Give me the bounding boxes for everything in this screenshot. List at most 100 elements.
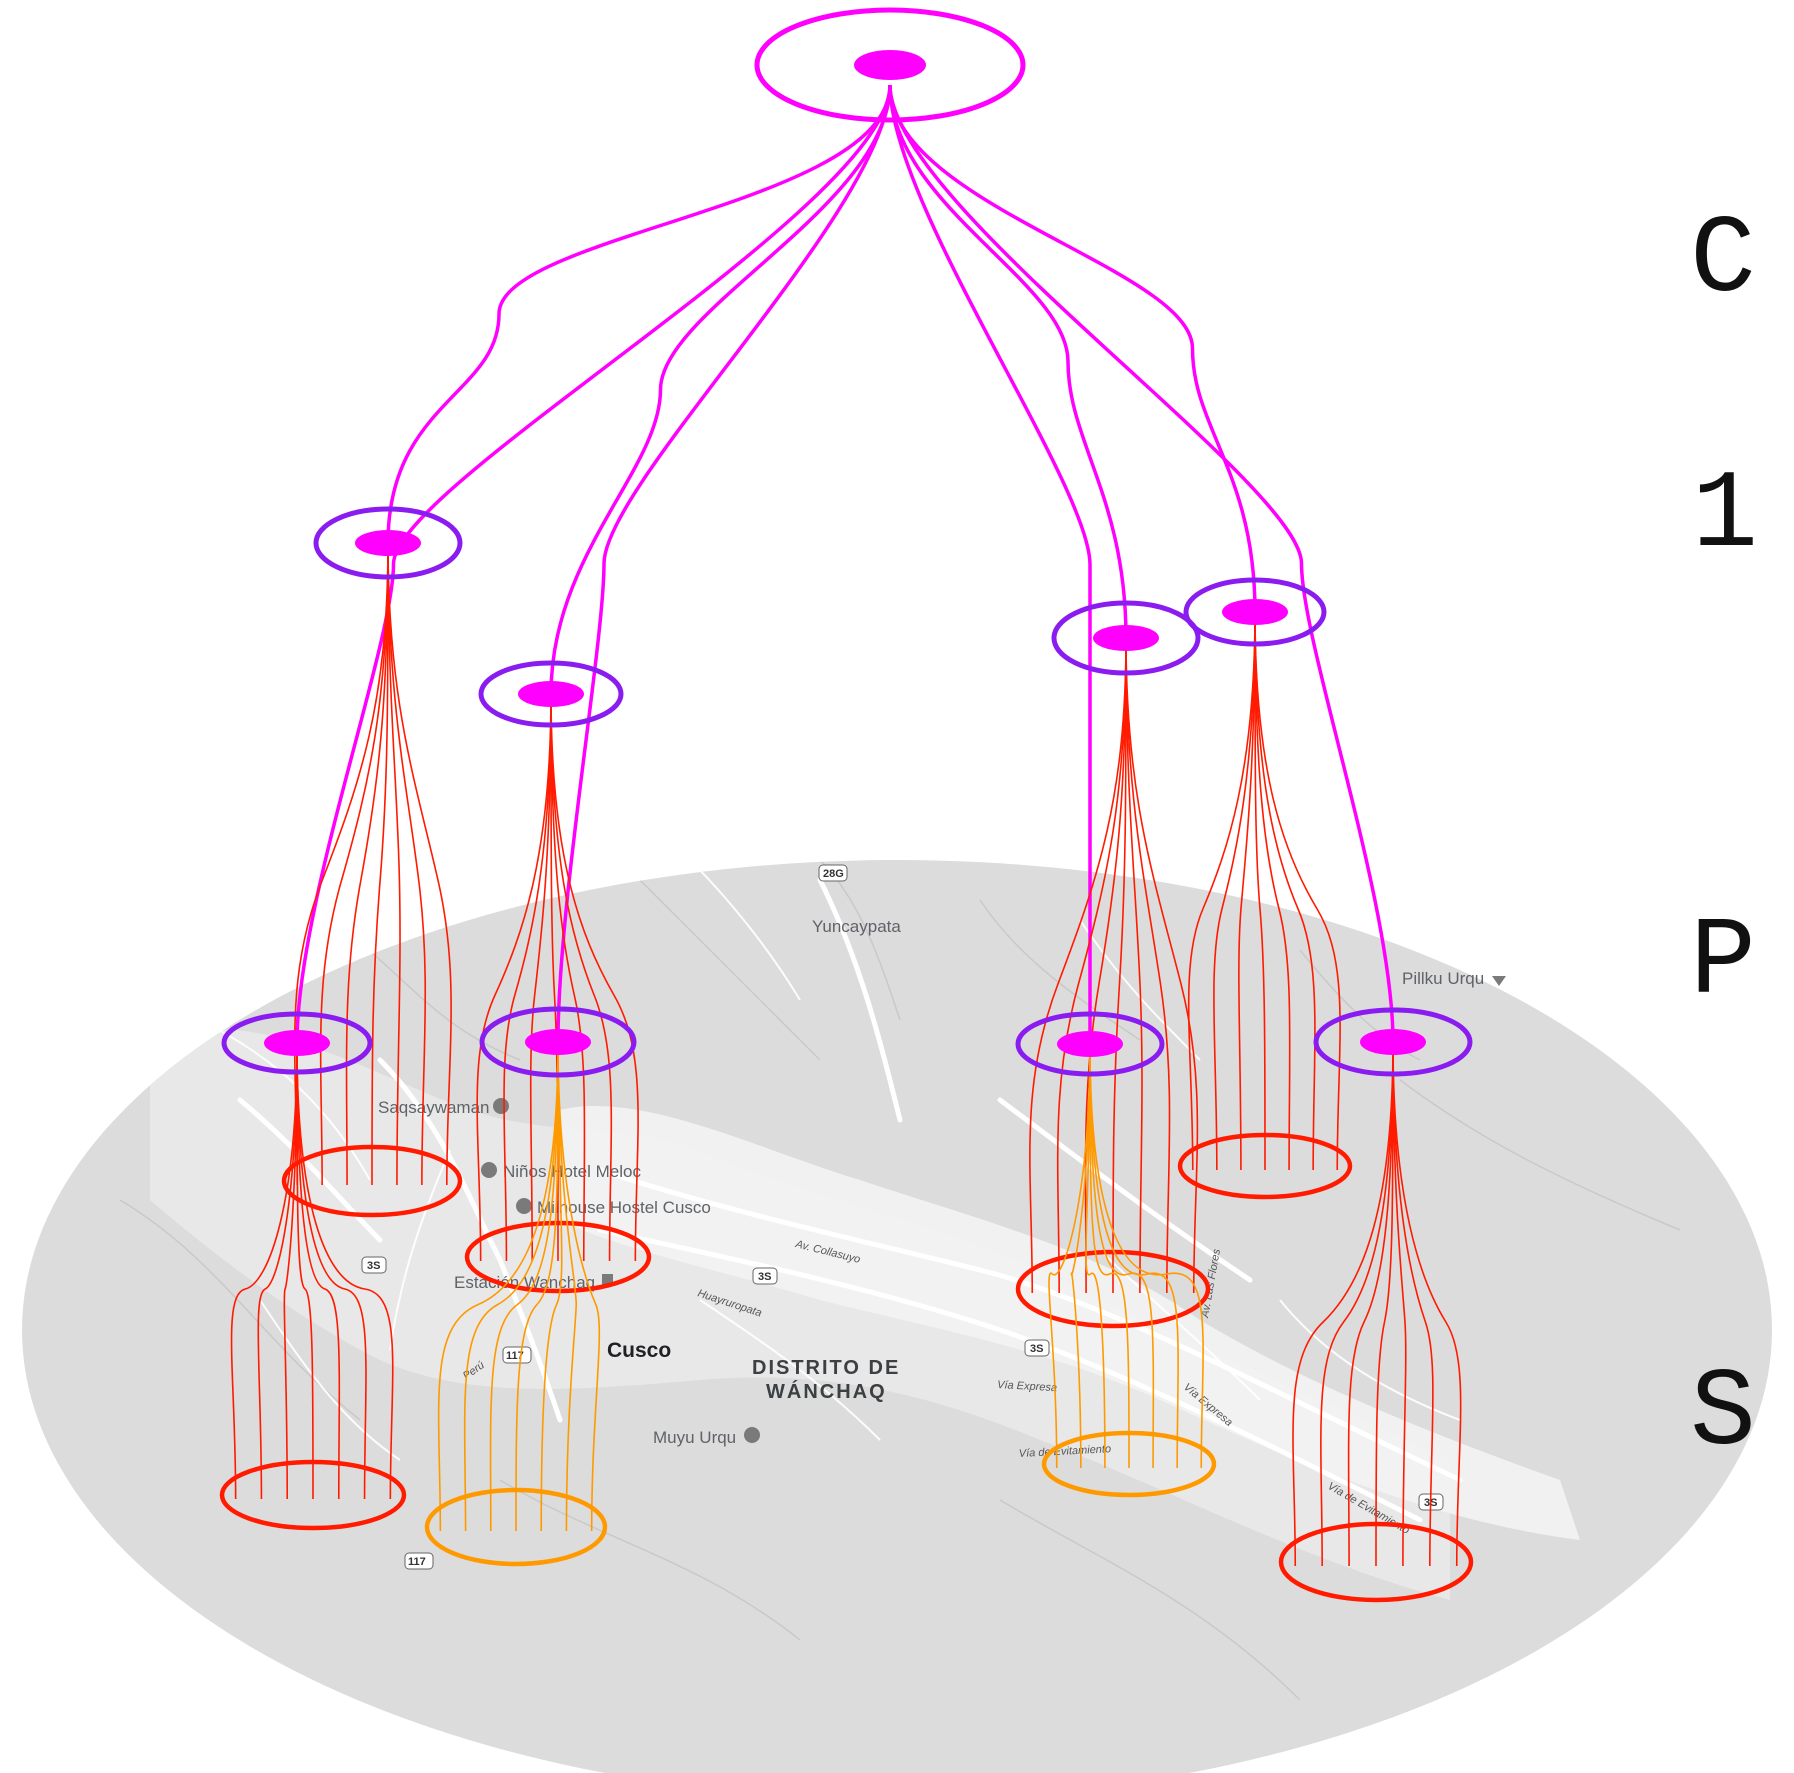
level1-node-2-ring (478, 660, 624, 728)
cluster-1-ring (281, 1144, 463, 1218)
cluster-2-edge-3 (529, 693, 552, 1262)
map-label-pillku-urqu: Pillku Urqu (1402, 969, 1484, 988)
cluster-4-ring (1177, 1132, 1353, 1200)
cluster-7-edge-3 (1085, 1043, 1106, 1469)
cluster-8-edge-7 (1392, 1041, 1462, 1567)
level1-node-3-center (1093, 625, 1159, 651)
cluster-2-edge-6 (550, 693, 613, 1262)
cluster-1-edge-6 (387, 542, 427, 1186)
root-link-2 (549, 84, 892, 695)
cluster-3-edge-4 (1112, 637, 1127, 1294)
cluster-7-edge-4 (1089, 1043, 1130, 1469)
shield-117-b: 117 (404, 1552, 434, 1570)
svg-text:28G: 28G (823, 868, 844, 880)
svg-text:3S: 3S (367, 1260, 380, 1272)
root-link-7 (888, 84, 1092, 1044)
shield-28g: 28G (818, 864, 848, 882)
side-text: C 1 P S (1690, 199, 1758, 1477)
poi-milhouse-icon (516, 1198, 532, 1214)
cluster-3-edge-1 (1029, 637, 1127, 1294)
svg-text:117: 117 (506, 1350, 524, 1362)
shield-3s-b: 3S (752, 1267, 778, 1285)
level1-node-6-center (525, 1029, 591, 1055)
root-link-3 (888, 84, 1128, 639)
cluster-5-edge-1 (230, 1042, 298, 1500)
level1-node-7-center (1057, 1031, 1123, 1057)
cluster-8-edge-4 (1375, 1041, 1394, 1567)
cluster-7-edge-2 (1070, 1043, 1091, 1469)
cluster-8-edge-2 (1320, 1041, 1394, 1567)
map-label-saqsaywaman: Saqsaywaman (378, 1098, 490, 1117)
cluster-6-edge-1 (437, 1041, 559, 1532)
cluster-4-edge-3 (1238, 611, 1256, 1171)
poi-icons (481, 976, 1506, 1443)
cluster-4-edge-5 (1254, 611, 1291, 1171)
svg-text:3S: 3S (1030, 1343, 1043, 1355)
cluster-5-edge-4 (296, 1042, 314, 1500)
cluster-7-ring (1041, 1430, 1217, 1498)
root-node-center (854, 50, 926, 80)
cluster-5-edge-5 (296, 1042, 341, 1500)
cluster-3-edge-2 (1056, 637, 1127, 1294)
cluster-1-edge-2 (319, 542, 389, 1186)
cluster-8-edge-6 (1392, 1041, 1434, 1567)
cluster-4-edge-6 (1254, 611, 1316, 1171)
road-label-via-expresa-1: Vía Expresa (997, 1379, 1057, 1394)
cluster-1-edge-3 (345, 542, 389, 1186)
cluster-6-edge-6 (557, 1041, 578, 1532)
hierarchy-layer (219, 7, 1474, 1603)
poi-pillku-icon (1492, 976, 1506, 986)
cluster-2-edge-7 (550, 693, 639, 1262)
level1-node-6-ring (479, 1006, 637, 1078)
map-base: Yuncaypata Pillku Urqu Saqsaywaman Niños… (22, 860, 1772, 1773)
map-label-wanchaq: WÁNCHAQ (766, 1380, 887, 1403)
level1-node-8-ring (1313, 1007, 1473, 1077)
cluster-6-edge-5 (540, 1041, 563, 1532)
poi-ninos-hotel-icon (481, 1162, 497, 1178)
cluster-2-edge-5 (550, 693, 586, 1262)
cluster-3-edge-6 (1125, 637, 1171, 1294)
side-text-line-1: C (1690, 199, 1756, 324)
svg-text:3S: 3S (758, 1271, 771, 1283)
cluster-5-edge-2 (257, 1042, 298, 1500)
level1-node-4-ring (1183, 577, 1327, 647)
shield-3s-c: 3S (1024, 1339, 1050, 1357)
cluster-6-ring (424, 1487, 608, 1567)
level1-node-3-ring (1051, 600, 1201, 676)
cluster-2-edge-1 (476, 693, 552, 1262)
map-label-yuncaypata: Yuncaypata (812, 917, 901, 936)
cluster-7-edge-1 (1048, 1043, 1091, 1469)
cluster-5-ring (219, 1459, 407, 1531)
level1-node-1-ring (313, 506, 463, 580)
cluster-1-edge-5 (387, 542, 401, 1186)
cluster-5-edge-3 (283, 1042, 298, 1500)
level1-node-1-center (355, 530, 421, 556)
shield-117-a: 117 (502, 1346, 532, 1364)
map-label-milhouse-hostel: Milhouse Hostel Cusco (537, 1198, 711, 1217)
cluster-2-ring (464, 1220, 652, 1294)
cluster-1-edge-1 (293, 542, 389, 1186)
cluster-3-ring (1015, 1249, 1211, 1329)
map-label-cusco: Cusco (607, 1339, 671, 1362)
cluster-8-edge-5 (1392, 1041, 1407, 1567)
cluster-3-edge-5 (1125, 637, 1143, 1294)
cluster-7-edge-6 (1089, 1043, 1179, 1469)
cluster-8-edge-3 (1347, 1041, 1394, 1567)
cluster-2-edge-2 (503, 693, 552, 1262)
cluster-4-edge-2 (1213, 611, 1256, 1171)
cluster-7-edge-7 (1089, 1043, 1204, 1469)
route-shields: 28G 3S 3S 3S 3S 117 (361, 864, 1444, 1570)
level1-node-4-center (1222, 599, 1288, 625)
level1-node-5-ring (221, 1011, 373, 1075)
cluster-7-edge-5 (1089, 1043, 1155, 1469)
cluster-6-edge-4 (515, 1041, 559, 1532)
level1-node-2-center (518, 681, 584, 707)
level1-node-7-ring (1015, 1011, 1165, 1077)
cluster-6-edge-7 (557, 1041, 601, 1532)
cluster-4-edge-4 (1254, 611, 1266, 1171)
root-link-1 (386, 84, 892, 544)
cluster-6-edge-3 (489, 1041, 559, 1532)
map-label-muyu-urqu: Muyu Urqu (653, 1428, 736, 1447)
svg-text:117: 117 (408, 1556, 426, 1568)
